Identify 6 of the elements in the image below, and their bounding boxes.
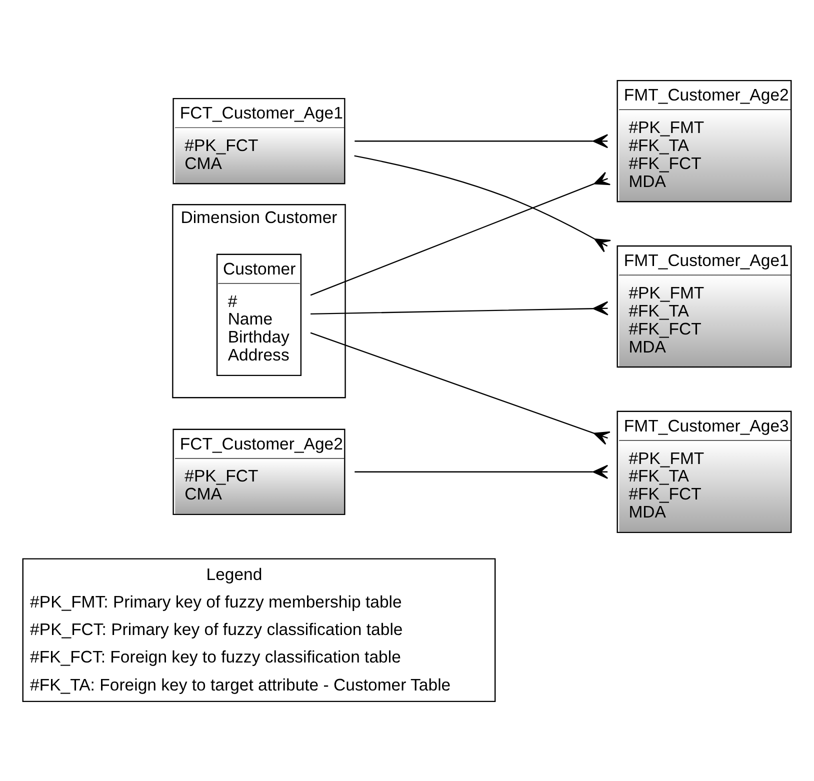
connector [310, 332, 610, 444]
connector [354, 464, 608, 478]
connector [310, 300, 608, 315]
connector [354, 134, 608, 148]
connector [310, 171, 611, 296]
connector [354, 154, 612, 252]
